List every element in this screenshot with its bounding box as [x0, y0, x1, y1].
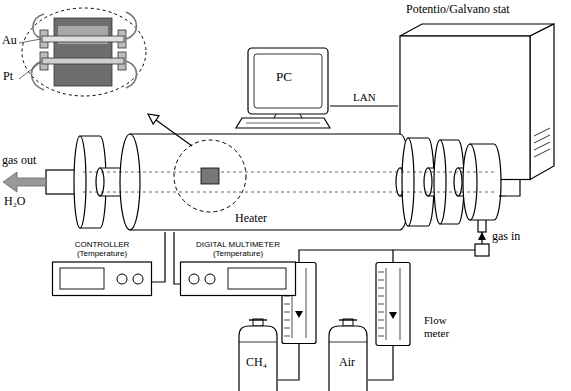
- connector: [368, 346, 393, 380]
- flow-meter-bore: [386, 268, 400, 340]
- node-label: DIGITAL MULTIMETER (Temperature): [184, 240, 292, 258]
- arrowhead: [478, 232, 486, 240]
- connector: [505, 180, 520, 196]
- cylinder-band: [329, 342, 367, 343]
- display-window: [60, 268, 104, 289]
- node-label: Heater: [235, 212, 267, 226]
- inner-tube: [83, 172, 494, 192]
- label-holder: Pt: [3, 70, 13, 84]
- connector-group: [393, 232, 486, 262]
- cell-sample: [201, 168, 219, 184]
- gas-cylinder: Air: [328, 318, 368, 391]
- cylinder-band: [239, 342, 277, 343]
- terminal-knob: [133, 274, 143, 284]
- monitor-screen: [254, 54, 322, 108]
- connector-group: [174, 232, 180, 284]
- valve-handle: [339, 319, 357, 320]
- terminal-wire: [534, 135, 550, 143]
- heater-body: [130, 134, 410, 230]
- node-label: Potentio/Galvano stat: [406, 3, 510, 17]
- monitor-case: [248, 48, 328, 114]
- terminal-wire: [534, 149, 550, 157]
- flow-label: H₂O: [4, 195, 26, 209]
- display-window: [228, 268, 286, 289]
- flange-face: [402, 138, 414, 226]
- controller-case: [53, 262, 152, 296]
- terminal-knob: [189, 274, 199, 284]
- connector: [174, 232, 180, 284]
- connector: [393, 232, 482, 262]
- flange-face: [74, 136, 86, 228]
- gas-cylinder-drawing: [328, 318, 368, 391]
- furnace-drawing: [75, 128, 505, 232]
- digital-multimeter: DIGITAL MULTIMETER (Temperature): [180, 240, 296, 296]
- flow-label: gas out: [2, 154, 36, 168]
- connector: [330, 105, 398, 106]
- gold-electrode: [42, 36, 124, 42]
- temperature-controller: CONTROLLER (Temperature): [52, 240, 152, 296]
- heater-body-face: [120, 134, 140, 230]
- callout-arrowhead: [148, 114, 159, 124]
- inset-marker: [174, 140, 246, 212]
- leader-line: [19, 39, 41, 79]
- gas-cylinder: [329, 326, 367, 391]
- lead-wires: [499, 195, 505, 196]
- flow-meter-float: [295, 311, 303, 318]
- edge-label-holder: LAN: [351, 91, 378, 104]
- node-label: PC: [276, 70, 292, 85]
- keyboard: [236, 118, 330, 128]
- connector-group: [330, 106, 398, 107]
- part-label: Pt: [3, 70, 13, 84]
- connector-group: [505, 180, 520, 196]
- gas-cylinder-drawing: [238, 318, 278, 391]
- connector-group: [368, 346, 393, 380]
- label-holder: Au: [2, 34, 17, 48]
- valve-handle: [249, 319, 267, 320]
- computer-drawing: [236, 44, 330, 130]
- label-holder: gas in: [492, 230, 520, 244]
- terminal-knob: [205, 274, 215, 284]
- flow-label: gas in: [492, 230, 520, 244]
- gas-cylinder: CH₄: [238, 318, 278, 391]
- connector-group: [152, 232, 165, 282]
- instrument-top: [400, 24, 554, 36]
- instrument-side: [530, 24, 554, 180]
- connector-label: LAN: [351, 91, 378, 104]
- flange-face: [434, 140, 446, 224]
- connector: [152, 232, 165, 282]
- terminal-knob: [117, 274, 127, 284]
- flow-meter: Flow meter: [372, 262, 465, 346]
- node-label: Flow meter: [424, 314, 462, 339]
- multimeter-case: [181, 262, 296, 296]
- cell-body: [54, 18, 112, 86]
- node-label: CH₄: [246, 356, 267, 370]
- gas-cylinder: [239, 326, 277, 391]
- end-cap-face: [463, 144, 477, 220]
- label-holder: H₂O: [4, 195, 26, 209]
- flow-meter-tube: [376, 263, 410, 346]
- label-holder: gas out: [2, 154, 36, 168]
- node-label: Air: [339, 356, 355, 370]
- keyboard-keys: [246, 123, 320, 124]
- flow-meter-scale: [378, 272, 384, 336]
- flow-meter-float: [389, 312, 397, 319]
- terminal-wire: [534, 128, 550, 136]
- gas-mixer: [475, 244, 489, 256]
- node-label: CONTROLLER (Temperature): [57, 240, 147, 258]
- platinum-electrode: [42, 58, 124, 64]
- computer: PC: [236, 44, 330, 130]
- flow-meter-drawing: [372, 262, 465, 346]
- outlet-arrow: [3, 172, 46, 192]
- inset-outline: [22, 8, 146, 96]
- electrode-wires: [31, 12, 136, 90]
- part-label: Au: [2, 34, 17, 48]
- terminal-wire: [534, 142, 550, 150]
- furnace: Heater: [75, 128, 505, 232]
- callout-line: [156, 120, 192, 146]
